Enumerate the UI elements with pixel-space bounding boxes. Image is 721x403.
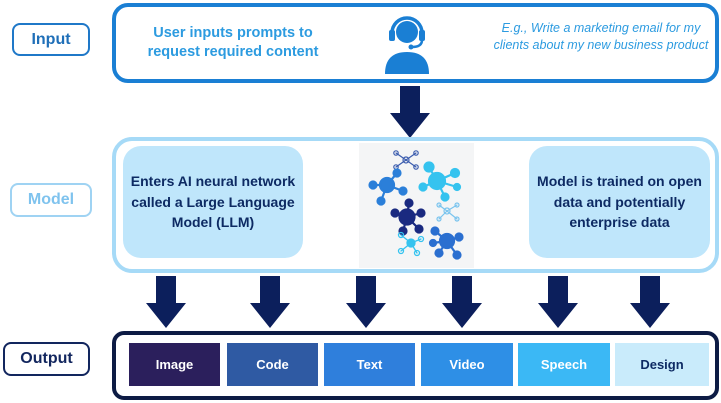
arrow-down-icon	[146, 276, 186, 328]
stage-label-output: Output	[3, 342, 90, 376]
neural-network-image	[359, 143, 474, 268]
output-tile-code: Code	[227, 343, 318, 386]
arrow-down-icon	[346, 276, 386, 328]
arrow-down-icon	[442, 276, 482, 328]
llm-description-text: Enters AI neural network called a Large …	[130, 173, 296, 231]
user-headset-icon	[385, 16, 429, 74]
output-tile-design: Design	[615, 343, 709, 386]
training-data-text: Model is trained on open data and potent…	[537, 173, 702, 231]
input-example: E.g., Write a marketing email for my cli…	[493, 21, 709, 52]
arrow-down-icon	[390, 86, 430, 138]
stage-label-model: Model	[10, 183, 92, 217]
output-tile-speech: Speech	[518, 343, 610, 386]
output-tile-video: Video	[421, 343, 513, 386]
stage-label-input: Input	[12, 23, 90, 56]
arrow-down-icon	[250, 276, 290, 328]
output-tile-text: Text	[324, 343, 415, 386]
training-data-description: Model is trained on open data and potent…	[529, 146, 710, 258]
arrow-down-icon	[630, 276, 670, 328]
output-tile-image: Image	[129, 343, 220, 386]
llm-description: Enters AI neural network called a Large …	[123, 146, 303, 258]
input-description: User inputs prompts to request required …	[147, 25, 319, 60]
arrow-down-icon	[538, 276, 578, 328]
